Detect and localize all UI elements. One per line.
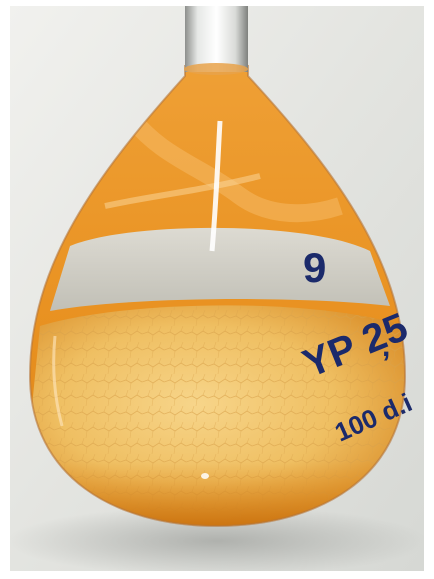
flask-photo: 9 YP 25 , 100 d.i [10, 6, 424, 571]
flask-outline [28, 65, 407, 528]
flask-number-label: 9 [303, 244, 326, 291]
clear-band [50, 227, 390, 311]
separator-mark: , [382, 330, 390, 363]
flask-neck [185, 6, 248, 72]
flask-illustration: 9 YP 25 , 100 d.i [10, 6, 424, 571]
glass-highlight [209, 120, 223, 252]
flask-shadow [10, 506, 424, 571]
